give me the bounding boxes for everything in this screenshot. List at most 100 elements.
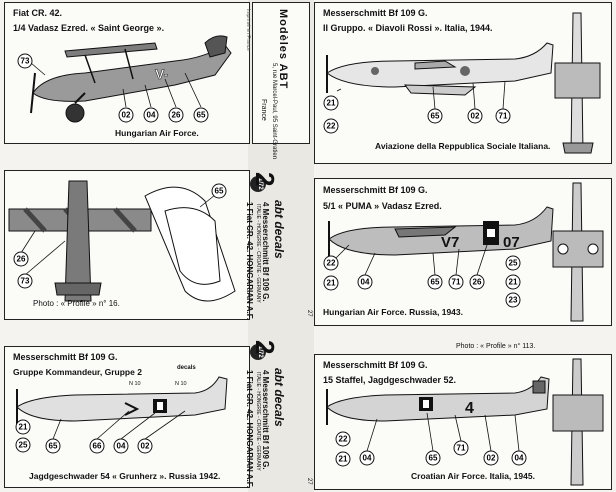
callout-21: 21 xyxy=(335,451,351,467)
strip-line-1: 4 Messerschmitt Bf 109 G. xyxy=(261,370,270,470)
callout-71: 71 xyxy=(453,440,469,456)
svg-text:71: 71 xyxy=(499,112,508,121)
set-number: 2 xyxy=(250,172,280,187)
svg-text:04: 04 xyxy=(361,278,370,287)
panel-subtitle: 1/4 Vadasz Ezred. « Saint George ». xyxy=(13,23,165,33)
callout-65: 65 xyxy=(425,450,441,466)
strip-side-note: Imprimé en France xyxy=(245,9,251,51)
callout-26: 26 xyxy=(469,274,485,290)
svg-text:21: 21 xyxy=(19,423,28,432)
callout-02: 02 xyxy=(137,438,153,454)
callout-26: 26 xyxy=(168,107,184,123)
strip-address: 5, rue Marcel-Paul, 95 Saint-Gratien xyxy=(271,63,277,160)
svg-text:02: 02 xyxy=(471,112,480,121)
strip-brand: abt decals xyxy=(272,200,286,259)
svg-text:26: 26 xyxy=(17,255,26,264)
svg-text:04: 04 xyxy=(117,442,126,451)
callout-65: 65 xyxy=(211,183,227,199)
svg-text:02: 02 xyxy=(122,111,131,120)
callout-73: 73 xyxy=(17,53,33,69)
small-code-left: N 10 xyxy=(129,381,141,387)
svg-text:21: 21 xyxy=(339,455,348,464)
svg-text:71: 71 xyxy=(457,444,466,453)
fuselage-marking: V- xyxy=(155,66,169,82)
svg-text:23: 23 xyxy=(509,296,518,305)
strip-line-1: 4 Messerschmitt Bf 109 G. xyxy=(261,202,270,302)
callout-65: 65 xyxy=(193,107,209,123)
callout-04: 04 xyxy=(359,450,375,466)
set-number: 2 xyxy=(250,340,280,355)
callout-22: 22 xyxy=(335,431,351,447)
svg-text:26: 26 xyxy=(172,111,181,120)
svg-text:25: 25 xyxy=(509,259,518,268)
strip-top: Modèles ABT 5, rue Marcel-Paul, 95 Saint… xyxy=(245,2,310,159)
scale-badge xyxy=(250,176,266,192)
panel-caption: Hungarian Air Force. xyxy=(115,128,199,138)
callout-65: 65 xyxy=(427,274,443,290)
svg-text:65: 65 xyxy=(429,454,438,463)
svg-text:65: 65 xyxy=(197,111,206,120)
svg-text:65: 65 xyxy=(431,278,440,287)
svg-text:22: 22 xyxy=(339,435,348,444)
panel-title: Messerschmitt Bf 109 G. xyxy=(13,352,118,362)
bf109-hungary-profile: V7 07 22 21 04 65 71 26 25 21 23 xyxy=(323,182,604,322)
svg-text:22: 22 xyxy=(327,259,336,268)
svg-text:02: 02 xyxy=(141,442,150,451)
callout-22: 22 xyxy=(323,118,339,134)
svg-text:21: 21 xyxy=(509,278,518,287)
svg-text:04: 04 xyxy=(515,454,524,463)
callout-73: 73 xyxy=(17,273,33,289)
panel-caption: Aviazione della Reppublica Sociale Itali… xyxy=(375,141,551,151)
panel-bf109-croatia: Messerschmitt Bf 109 G. 15 Staffel, Jagd… xyxy=(314,354,612,490)
panel-caption: Hungarian Air Force. Russia, 1943. xyxy=(323,307,463,317)
callout-04: 04 xyxy=(357,274,373,290)
svg-text:04: 04 xyxy=(147,111,156,120)
callout-66: 66 xyxy=(89,438,105,454)
svg-text:21: 21 xyxy=(327,279,336,288)
panel-bf109-jg54: Messerschmitt Bf 109 G. Gruppe Kommandeu… xyxy=(4,346,250,488)
callout-65: 65 xyxy=(45,438,61,454)
bf109-croatia-profile: 4 22 21 04 65 71 02 04 xyxy=(326,358,604,486)
svg-text:04: 04 xyxy=(363,454,372,463)
svg-text:73: 73 xyxy=(21,277,30,286)
small-code-right: N 10 xyxy=(175,381,187,387)
callout-71: 71 xyxy=(495,108,511,124)
strip-country: France xyxy=(260,99,267,121)
strip-brand: abt decals xyxy=(272,368,286,427)
strip-brand: Modèles ABT xyxy=(277,9,289,90)
callout-65: 65 xyxy=(427,108,443,124)
callout-22: 22 xyxy=(323,255,339,271)
photo-note: Photo : « Profile » n° 113. xyxy=(456,343,536,350)
callout-02: 02 xyxy=(467,108,483,124)
photo-caption: Photo : « Profile » n° 16. xyxy=(33,299,120,308)
callout-25: 25 xyxy=(505,255,521,271)
panel-fiat-plan: 65 26 73 Photo : « Profile » n° 16. xyxy=(4,170,250,320)
callout-04: 04 xyxy=(113,438,129,454)
scale-badge xyxy=(250,344,266,360)
callout-21: 21 xyxy=(323,275,339,291)
callout-23: 23 xyxy=(505,292,521,308)
panel-subtitle: II Gruppo. « Diavoli Rossi ». Italia, 19… xyxy=(323,23,493,33)
callout-26: 26 xyxy=(13,251,29,267)
svg-text:65: 65 xyxy=(215,187,224,196)
strip-line-2: ITALIE - HONGRIE - CROATIE - GERMANY xyxy=(255,204,261,303)
callout-25: 25 xyxy=(15,437,31,453)
panel-subtitle: Gruppe Kommandeur, Gruppe 2 xyxy=(13,367,142,377)
fiat-cr42-plan-views: 65 26 73 xyxy=(8,180,236,302)
callout-71: 71 xyxy=(448,274,464,290)
callout-21: 21 xyxy=(15,419,31,435)
panel-subtitle: 5/1 « PUMA » Vadasz Ezred. xyxy=(323,201,442,211)
strip-line-3: 1 Fiat CR. 42. HONGARIAN A.F. xyxy=(245,370,254,488)
svg-text:25: 25 xyxy=(19,441,28,450)
callout-02: 02 xyxy=(483,450,499,466)
callout-21b: 21 xyxy=(505,274,521,290)
fuselage-marking: 4 xyxy=(465,400,474,417)
svg-text:65: 65 xyxy=(49,442,58,451)
strip-tab: 27 xyxy=(306,478,312,485)
fiat-cr42-profile: V- 73 02 04 26 65 xyxy=(17,35,232,123)
panel-title: Messerschmitt Bf 109 G. xyxy=(323,360,428,370)
panel-title: Messerschmitt Bf 109 G. xyxy=(323,8,428,18)
svg-text:66: 66 xyxy=(93,442,102,451)
panel-bf109-hungary: Messerschmitt Bf 109 G. 5/1 « PUMA » Vad… xyxy=(314,178,612,326)
panel-bf109-italy: Messerschmitt Bf 109 G. II Gruppo. « Dia… xyxy=(314,2,612,164)
